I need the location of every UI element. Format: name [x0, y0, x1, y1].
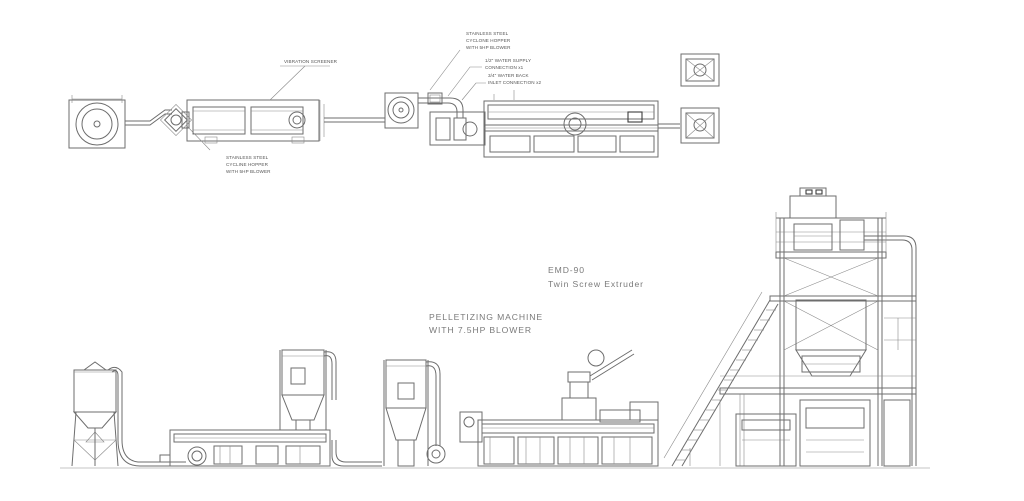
plan-leader-lines [185, 49, 486, 151]
plan-silo-bottom [680, 107, 720, 144]
label-water-supply-line2: CONNECTION x1 [485, 65, 524, 70]
elev-cyclone-hopper-1 [279, 349, 337, 431]
elev-pipe-2b [335, 440, 382, 463]
label-water-supply-line1: 1/2" WATER SUPPLY [485, 58, 531, 63]
label-left-hopper-line3: WITH 5HP BLOWER [226, 169, 271, 174]
plan-feed-bin [68, 95, 126, 149]
label-water-back-line1: 3/4" WATER BACK [488, 73, 529, 78]
plan-silo-top [680, 53, 720, 87]
label-extruder-model: EMD-90 [548, 265, 585, 275]
label-left-hopper-line1: STAINLESS STEEL [226, 155, 269, 160]
elev-tower-structure [719, 187, 917, 467]
elev-cyclone-hopper-2 [383, 359, 446, 467]
plan-twin-screw-extruder [429, 90, 680, 158]
plan-conveying-pipe [125, 109, 172, 126]
elev-twin-screw-extruder [459, 349, 659, 467]
label-right-hopper-line3: WITH 5HP BLOWER [466, 45, 511, 50]
label-left-hopper-line2: CYCLINE HOPPER [226, 162, 269, 167]
plan-vibration-screener [181, 99, 325, 144]
elev-pipe-2 [331, 440, 382, 467]
plan-view [68, 49, 720, 158]
elev-pipe-1 [107, 366, 186, 463]
plan-transfer-pipe [324, 117, 385, 123]
label-right-hopper-line1: STAINLESS STEEL [466, 31, 509, 36]
elevation-view [60, 187, 930, 469]
label-extruder-type: Twin Screw Extruder [548, 279, 644, 289]
label-pelletizer-line2: WITH 7.5HP BLOWER [429, 325, 532, 335]
elev-staircase [663, 291, 779, 467]
label-water-back-line2: INLET CONNECTION x2 [488, 80, 541, 85]
label-right-hopper-line2: CYCLONE HOPPER [466, 38, 511, 43]
elev-vibration-screener [159, 429, 331, 467]
label-vibration-screener: VIBRATION SCREENER [284, 59, 338, 64]
label-pelletizer-line1: PELLETIZING MACHINE [429, 312, 543, 322]
elev-feed-silo [71, 361, 119, 467]
elev-pipe-1b [111, 370, 186, 467]
plan-right-cyclone-hopper [384, 92, 464, 129]
